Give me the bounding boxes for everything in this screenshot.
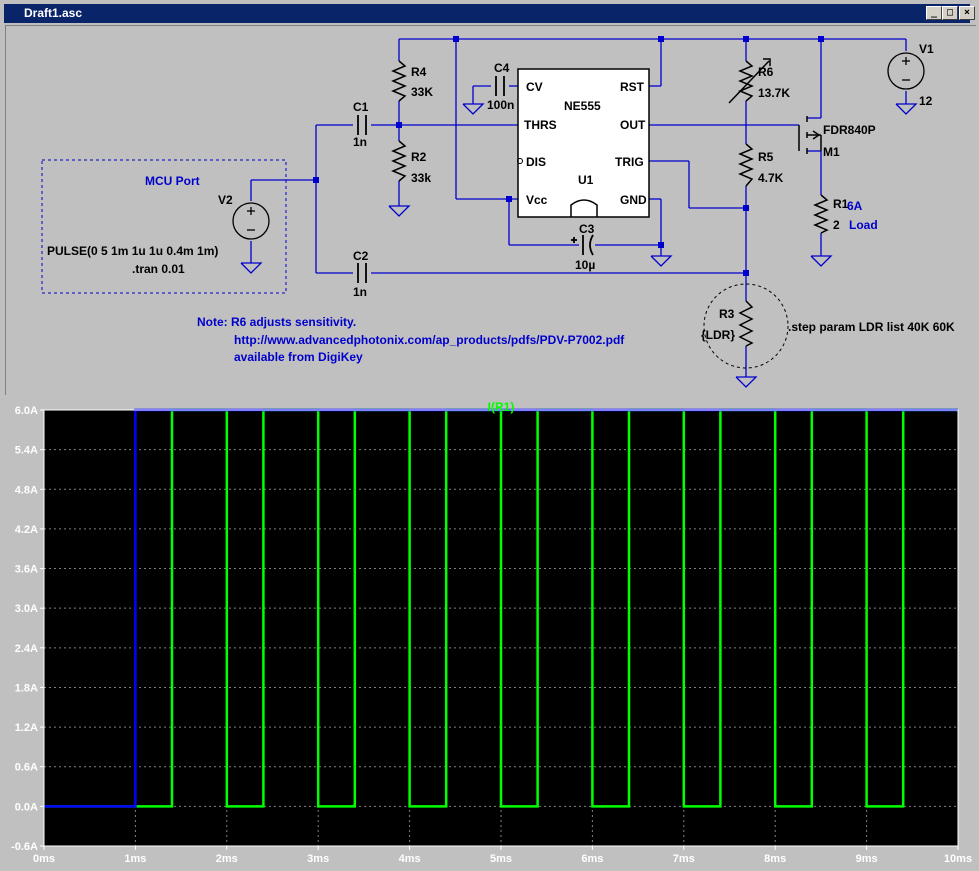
x-tick-label: 10ms (944, 853, 972, 865)
y-tick-label: -0.6A (11, 841, 38, 853)
window-title: Draft1.asc (24, 6, 83, 20)
x-tick-label: 1ms (124, 853, 146, 865)
pin-gnd: GND (620, 193, 647, 207)
pin-rst: RST (620, 80, 645, 94)
r5-value: 4.7K (758, 171, 784, 185)
mosfet-symbol (798, 116, 822, 154)
mcu-port-label: MCU Port (145, 174, 200, 188)
pin-thrs: THRS (524, 118, 557, 132)
ic-ref: U1 (578, 173, 594, 187)
trace-label[interactable]: I(R1) (488, 400, 515, 414)
datasheet-url: http://www.advancedphotonix.com/ap_produ… (234, 333, 625, 347)
ic-name: NE555 (564, 99, 601, 113)
pin-trig: TRIG (615, 155, 644, 169)
v1-value: 12 (919, 94, 933, 108)
series-line-1 (44, 408, 958, 808)
ldr-circle (703, 283, 789, 369)
resistors (391, 58, 829, 347)
x-tick-label: 3ms (307, 853, 329, 865)
blue-text-labels: MCU Port 6A Load Note: R6 adjusts sensit… (145, 174, 878, 364)
c1-label: C1 (353, 100, 369, 114)
r5-label: R5 (758, 150, 774, 164)
r4-value: 33K (411, 85, 433, 99)
ground-symbols (240, 103, 918, 388)
y-tick-label: 6.0A (15, 405, 38, 417)
c2-label: C2 (353, 249, 369, 263)
x-tick-label: 6ms (581, 853, 603, 865)
r1-label: R1 (833, 197, 849, 211)
pin-cv: CV (526, 80, 543, 94)
tran-command: .tran 0.01 (132, 262, 185, 276)
pin-vcc: Vcc (526, 193, 548, 207)
r3-value: {LDR} (701, 328, 735, 342)
c3-value: 10µ (575, 258, 595, 272)
c3-label: C3 (579, 222, 595, 236)
r6-label: R6 (758, 65, 774, 79)
axis-ticks: 0ms 1ms 2ms 3ms 4ms 5ms 6ms 7ms 8ms 9ms 10ms -0.6A 0… (11, 405, 972, 865)
pin-out: OUT (620, 118, 646, 132)
c2-value: 1n (353, 285, 367, 299)
y-tick-label: 5.4A (15, 445, 38, 457)
pin-dis: DIS (526, 155, 546, 169)
mosfet-part: FDR840P (823, 123, 876, 137)
y-tick-label: 1.2A (15, 722, 38, 734)
x-tick-label: 0ms (33, 853, 55, 865)
y-tick-label: 2.4A (15, 643, 38, 655)
r3-label: R3 (719, 307, 735, 321)
text-labels: CV RST NE555 THRS OUT DIS TRIG U1 Vcc GN… (47, 42, 955, 342)
step-command: .step param LDR list 40K 60K (788, 320, 955, 334)
close-button[interactable]: × (959, 6, 975, 20)
r4-label: R4 (411, 65, 427, 79)
schematic-window: Draft1.asc _ □ × (0, 0, 979, 398)
waveform-viewer[interactable]: 0ms 1ms 2ms 3ms 4ms 5ms 6ms 7ms 8ms 9ms 10ms -0.6A 0… (0, 398, 979, 871)
ic-notch (570, 199, 598, 217)
plot-border (43, 409, 959, 847)
load-label: Load (849, 218, 878, 232)
note-text: Note: R6 adjusts sensitivity. (197, 315, 356, 329)
pulse-spec: PULSE(0 5 1m 1u 1u 0.4m 1m) (47, 244, 218, 258)
x-tick-label: 2ms (216, 853, 238, 865)
sources (232, 52, 925, 240)
c4-label: C4 (494, 61, 510, 75)
schematic-canvas[interactable]: CV RST NE555 THRS OUT DIS TRIG U1 Vcc GN… (5, 25, 976, 395)
source-signs (247, 57, 910, 231)
r6-value: 13.7K (758, 86, 790, 100)
v2-label: V2 (218, 193, 233, 207)
digikey-text: available from DigiKey (234, 350, 363, 364)
junctions (313, 36, 824, 276)
x-tick-label: 5ms (490, 853, 512, 865)
y-tick-label: 0.0A (15, 801, 38, 813)
v1-label: V1 (919, 42, 934, 56)
mcu-port-box (41, 159, 287, 294)
c4-value: 100n (487, 98, 514, 112)
title-bar[interactable]: Draft1.asc _ □ × (4, 4, 975, 23)
r1-value: 2 (833, 218, 840, 232)
x-tick-label: 9ms (856, 853, 878, 865)
dis-pin-marker (517, 158, 523, 164)
minimize-button[interactable]: _ (926, 6, 942, 20)
y-tick-label: 4.2A (15, 524, 38, 536)
ne555-ic[interactable] (517, 68, 650, 218)
c1-value: 1n (353, 135, 367, 149)
y-tick-label: 4.8A (15, 484, 38, 496)
r2-label: R2 (411, 150, 427, 164)
x-tick-label: 7ms (673, 853, 695, 865)
y-tick-label: 1.8A (15, 682, 38, 694)
y-tick-label: 0.6A (15, 762, 38, 774)
y-tick-label: 3.6A (15, 564, 38, 576)
load-current: 6A (847, 199, 863, 213)
r2-value: 33k (411, 171, 431, 185)
capacitors (357, 76, 594, 283)
x-tick-label: 8ms (764, 853, 786, 865)
y-tick-label: 3.0A (15, 603, 38, 615)
mosfet-ref: M1 (823, 145, 840, 159)
x-tick-label: 4ms (399, 853, 421, 865)
maximize-button[interactable]: □ (942, 6, 958, 20)
